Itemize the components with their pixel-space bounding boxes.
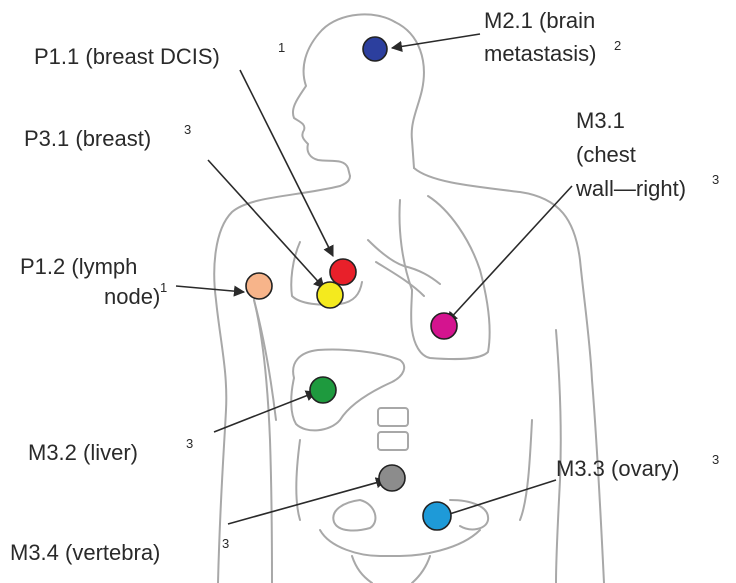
label-m3-1-line2: (chest [576,142,636,167]
leader-m3-2 [214,392,316,432]
leader-m3-3 [437,480,556,518]
label-m3-2-sup: 3 [186,436,193,451]
leader-m2-1 [392,34,480,48]
rib-line [376,262,424,296]
leader-m3-4 [228,480,386,524]
leader-p1-1 [240,70,333,256]
label-m3-3: M3.3 (ovary) [556,456,679,481]
waist-right [520,420,532,520]
site-dot-m3-3 [423,502,451,530]
vertebra-outline-1 [378,408,408,426]
site-dot-p3-1 [317,282,343,308]
pelvis-outline [320,530,480,556]
label-m3-1-line3: wall—right) [575,176,686,201]
vertebra-outline-2 [378,432,408,450]
label-p1-1: P1.1 (breast DCIS) [34,44,220,69]
pelvis-right-outline [450,500,488,529]
label-m2-1-sup: 2 [614,38,621,53]
site-dot-m3-4 [379,465,405,491]
label-m2-1-line2: metastasis) [484,41,596,66]
waist-left [296,440,300,520]
label-m3-2: M3.2 (liver) [28,440,138,465]
site-dot-m3-2 [310,377,336,403]
liver-outline [291,349,404,430]
neck-left-outline [340,176,350,186]
label-m3-1-line1: M3.1 [576,108,625,133]
site-dot-p1-1 [330,259,356,285]
site-dot-p1-2 [246,273,272,299]
leader-p1-2 [176,286,244,292]
leader-p3-1 [208,160,324,288]
site-dot-m3-1 [431,313,457,339]
label-m3-3-sup: 3 [712,452,719,467]
pelvis-lower-outline [352,556,430,583]
site-labels: M2.1 (brain metastasis) 2 P1.1 (breast D… [10,8,719,565]
right-lung-outline [400,200,413,290]
label-p1-2-sup: 1 [160,280,167,295]
label-p1-2-line1: P1.2 (lymph [20,254,137,279]
leader-m3-1 [447,186,572,322]
label-p3-1-sup: 3 [184,122,191,137]
label-p1-1-sup: 1 [278,40,285,55]
label-m3-4-sup: 3 [222,536,229,551]
label-m3-4: M3.4 (vertebra) [10,540,160,565]
site-dot-m2-1 [363,37,387,61]
label-m2-1-line1: M2.1 (brain [484,8,595,33]
label-p1-2-line2: node) [104,284,160,309]
tumor-sites [246,37,457,530]
pelvis-left-outline [333,500,375,530]
body-outline [214,14,604,583]
leader-lines [176,34,572,524]
label-p3-1: P3.1 (breast) [24,126,151,151]
label-m3-1-sup: 3 [712,172,719,187]
